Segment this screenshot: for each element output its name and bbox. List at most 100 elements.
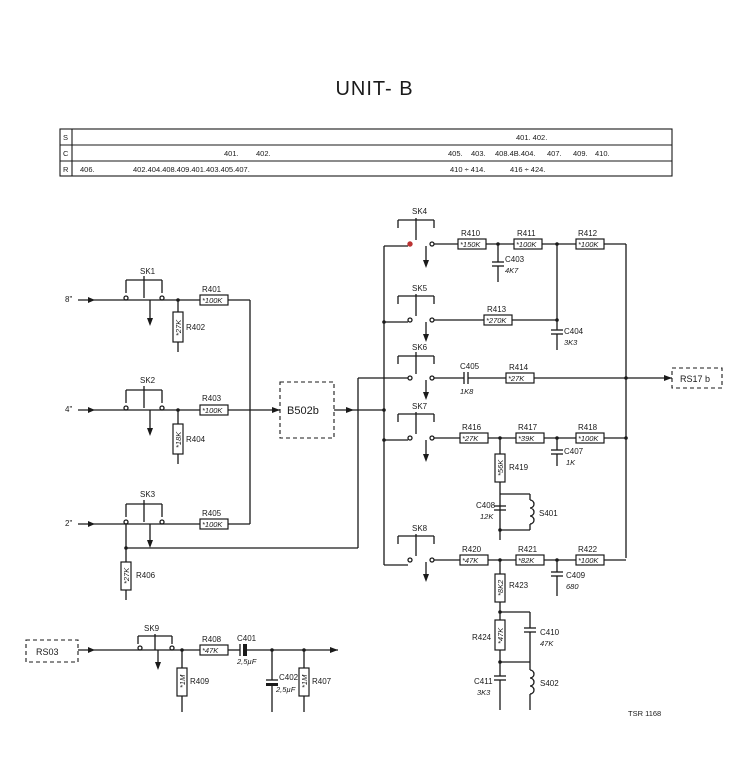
table-cell: 408.4B.404. (495, 149, 535, 158)
table-cell: 405. (448, 149, 463, 158)
table-cell: 402. (256, 149, 271, 158)
resistor-label: R422 (578, 545, 598, 554)
resistor-value: *100K (578, 556, 599, 565)
block-label: RS17 b (680, 374, 710, 384)
sk8-branch: SK8 *47K R420 *82K R421 C409 680 *100K R… (384, 524, 626, 710)
cap-value: 2,5µF (236, 657, 257, 666)
switch-label: SK4 (412, 207, 428, 216)
resistor-value: *18K (174, 431, 183, 448)
switch-label: SK1 (140, 267, 156, 276)
drawing-number: TSR 1168 (628, 709, 661, 718)
switch-label: SK2 (140, 376, 156, 385)
resistor-value: *100K (202, 520, 223, 529)
cap-label: C409 (566, 571, 586, 580)
resistor-value: *1M (178, 674, 187, 688)
cap-value: 12K (480, 512, 494, 521)
resistor-label: R416 (462, 423, 482, 432)
cap-value: 3K3 (477, 688, 491, 697)
sk6-branch: SK6 C405 1K8 *27K R414 (358, 343, 672, 400)
cap-value: 1K8 (460, 387, 474, 396)
table-row-s-letter: S (63, 133, 68, 142)
cap-value: 3K3 (564, 338, 578, 347)
resistor-value: *8K2 (496, 579, 505, 596)
resistor-label: R405 (202, 509, 222, 518)
input-2-branch: 2" SK3 *100K R405 *27K R406 (65, 378, 359, 600)
resistor-value: *47K (462, 556, 479, 565)
resistor-value: *27K (174, 319, 183, 336)
resistor-label: R411 (517, 229, 536, 238)
resistor-label: R418 (578, 423, 598, 432)
cap-value: 2,5µF (275, 685, 296, 694)
switch-label: SK6 (412, 343, 428, 352)
resistor-label: R420 (462, 545, 482, 554)
block-label: B502b (287, 405, 319, 417)
resistor-label: R421 (518, 545, 538, 554)
resistor-label: R401 (202, 285, 222, 294)
cap-label: C411 (474, 677, 493, 686)
rs03-branch: RS03 SK9 *1M R409 *47K R408 C401 2,5µF (25, 624, 338, 712)
table-row-r-letter: R (63, 165, 69, 174)
resistor-label: R403 (202, 394, 222, 403)
table-cell: 402.404.408.409.401.403.405.407. (133, 165, 250, 174)
table-cell: 409. (573, 149, 588, 158)
input-label: 2" (65, 519, 72, 528)
switch-label: SK9 (144, 624, 160, 633)
table-cell: 401. (224, 149, 239, 158)
inductor-label: S402 (540, 679, 559, 688)
sk7-branch: SK7 *27K R416 *39K R417 C407 1K *100K R4… (382, 402, 628, 540)
resistor-label: R412 (578, 229, 598, 238)
input-label: 8" (65, 295, 72, 304)
resistor-label: R424 (472, 633, 492, 642)
switch-label: SK3 (140, 490, 156, 499)
resistor-label: R408 (202, 635, 222, 644)
input-label: 4" (65, 405, 72, 414)
block-b502b: B502b (279, 381, 384, 439)
input-4-branch: 4" SK2 *18K R404 *100K R403 (65, 376, 280, 464)
cap-value: 680 (566, 582, 579, 591)
resistor-label: R414 (509, 363, 529, 372)
switch-label: SK5 (412, 284, 428, 293)
block-rs17b: RS17 b (671, 367, 723, 389)
table-cell: 406. (80, 165, 95, 174)
resistor-value: *27K (122, 567, 131, 584)
resistor-value: *270K (486, 316, 507, 325)
cap-label: C410 (540, 628, 560, 637)
cap-label: C402 (279, 673, 299, 682)
switch-label: SK8 (412, 524, 428, 533)
resistor-value: *56K (496, 459, 505, 476)
resistor-value: *100K (516, 240, 537, 249)
table-cell: 401. 402. (516, 133, 547, 142)
inductor-label: S401 (539, 509, 558, 518)
resistor-label: R404 (186, 435, 206, 444)
cap-label: C407 (564, 447, 584, 456)
resistor-label: R423 (509, 581, 529, 590)
sk4-branch: SK4 *150K R410 C403 4K7 *100K R411 *100K… (384, 207, 626, 330)
table-cell: 403. (471, 149, 486, 158)
sk5-branch: SK5 *270K R413 C404 3K3 (382, 284, 584, 350)
resistor-value: *100K (578, 434, 599, 443)
resistor-value: *82K (518, 556, 535, 565)
resistor-label: R406 (136, 571, 156, 580)
input-8-branch: 8" SK1 *27K R402 *100K R401 (65, 267, 250, 352)
resistor-label: R410 (461, 229, 481, 238)
parts-table: S C R 401. 402. 401. 402. 405. 403. 408.… (59, 128, 673, 177)
resistor-value: *150K (460, 240, 481, 249)
table-cell: 416 ÷ 424. (510, 165, 545, 174)
resistor-value: *1M (300, 674, 309, 688)
resistor-label: R402 (186, 323, 206, 332)
resistor-label: R417 (518, 423, 538, 432)
resistor-value: *47K (496, 627, 505, 644)
resistor-value: *47K (202, 646, 219, 655)
table-row-c-letter: C (63, 149, 69, 158)
table-cell: 410 ÷ 414. (450, 165, 485, 174)
cap-label: C403 (505, 255, 525, 264)
cap-label: C404 (564, 327, 584, 336)
resistor-label: R407 (312, 677, 332, 686)
block-label: RS03 (36, 647, 59, 657)
diagram-title: UNIT- B (335, 78, 414, 100)
resistor-label: R413 (487, 305, 507, 314)
resistor-value: *100K (202, 406, 223, 415)
switch-label: SK7 (412, 402, 428, 411)
cap-value: 4K7 (505, 266, 519, 275)
